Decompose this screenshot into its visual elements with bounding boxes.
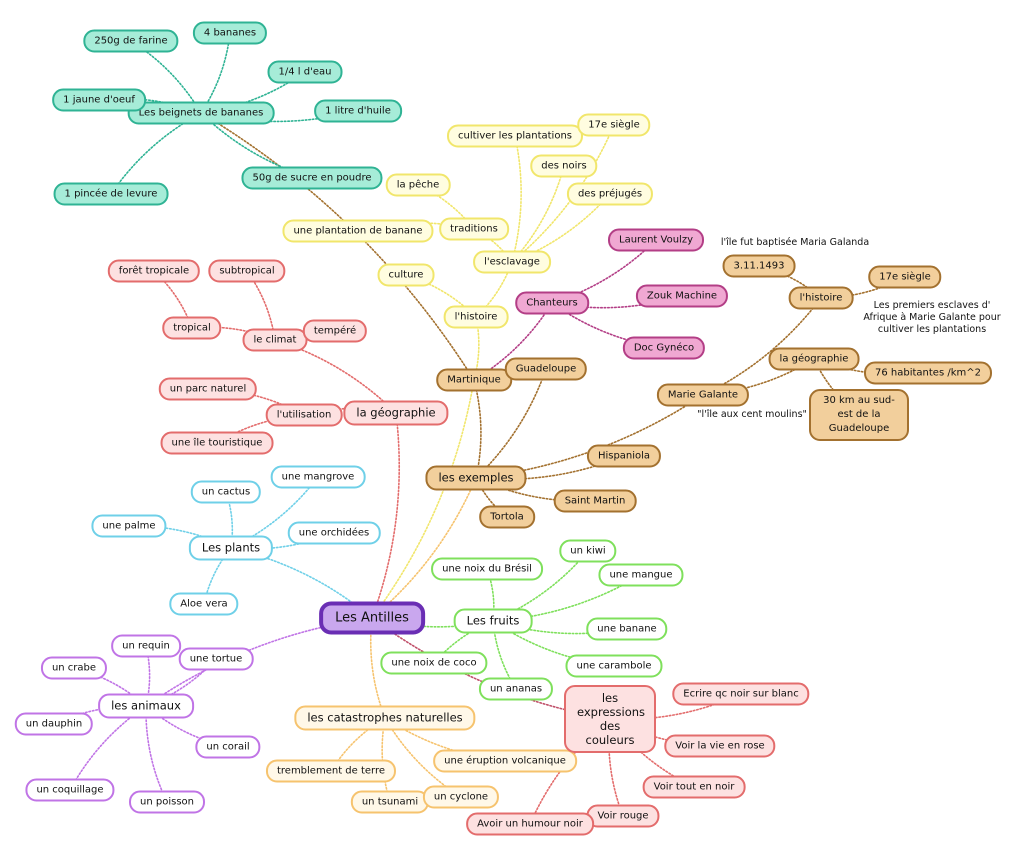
node-mg-geographie[interactable]: la géographie (768, 347, 860, 371)
node-fruits[interactable]: Les fruits (453, 608, 533, 634)
node-animaux[interactable]: les animaux (98, 693, 194, 719)
node-cultiver[interactable]: cultiver les plantations (447, 124, 583, 148)
node-guadeloupe[interactable]: Guadeloupe (504, 357, 588, 381)
node-mangrove[interactable]: une mangrove (270, 465, 366, 489)
connector-line (702, 297, 822, 396)
node-levure[interactable]: 1 pincée de levure (53, 182, 169, 206)
node-traditions[interactable]: traditions (439, 217, 509, 241)
node-17e-siecle[interactable]: 17e siègle (577, 113, 651, 137)
connector-line (145, 705, 168, 803)
node-tempere[interactable]: tempéré (302, 319, 368, 343)
node-histoire[interactable]: l'histoire (443, 305, 509, 329)
node-aloe[interactable]: Aloe vera (169, 592, 239, 616)
node-catastrophes[interactable]: les catastrophes naturelles (294, 705, 476, 731)
connector-line (473, 379, 482, 479)
node-tout-en-noir[interactable]: Voir tout en noir (642, 775, 746, 799)
node-prejuges[interactable]: des préjugés (566, 182, 654, 206)
node-banane[interactable]: une banane (586, 617, 668, 641)
node-palme[interactable]: une palme (91, 514, 167, 538)
node-climat[interactable]: le climat (242, 328, 308, 352)
node-eruption[interactable]: une éruption volcanique (433, 749, 577, 773)
node-parc[interactable]: un parc naturel (158, 377, 258, 401)
node-subtropical[interactable]: subtropical (208, 259, 286, 283)
node-oeuf[interactable]: 1 jaune d'oeuf (52, 88, 146, 112)
node-peche[interactable]: la pêche (385, 173, 451, 197)
node-tsunami[interactable]: un tsunami (350, 790, 430, 814)
node-eau[interactable]: 1/4 l d'eau (267, 60, 343, 84)
node-30km[interactable]: 30 km au sud-est de la Guadeloupe (809, 389, 909, 441)
node-hispaniola[interactable]: Hispaniola (586, 444, 662, 468)
node-exemples[interactable]: les exemples (425, 465, 527, 491)
node-cyclone[interactable]: un cyclone (422, 785, 500, 809)
node-vie-en-rose[interactable]: Voir la vie en rose (664, 734, 776, 758)
node-tremblement[interactable]: tremblement de terre (265, 759, 397, 783)
node-date-1493[interactable]: 3.11.1493 (722, 254, 796, 278)
node-gyneco[interactable]: Doc Gynéco (622, 336, 706, 360)
node-tortue[interactable]: une tortue (178, 647, 254, 671)
node-culture[interactable]: culture (377, 263, 435, 287)
node-sucre[interactable]: 50g de sucre en poudre (241, 166, 383, 190)
node-noix-coco[interactable]: une noix de coco (380, 651, 488, 675)
connector-line (145, 705, 229, 748)
node-noirs[interactable]: des noirs (530, 154, 598, 178)
node-farine[interactable]: 250g de farine (83, 29, 179, 53)
node-foret[interactable]: forêt tropicale (107, 259, 201, 283)
node-ecrire[interactable]: Ecrire qc noir sur blanc (672, 682, 810, 706)
node-bananes[interactable]: 4 bananes (192, 21, 268, 45)
node-zouk[interactable]: Zouk Machine (635, 284, 729, 308)
node-poisson[interactable]: un poisson (129, 790, 205, 814)
node-mg-histoire[interactable]: l'histoire (788, 286, 854, 310)
node-mg-17e-siecle[interactable]: 17e siègle (868, 265, 942, 289)
note-esclaves: Les premiers esclaves d' Afrique à Marie… (863, 300, 1001, 335)
node-coquillage[interactable]: un coquillage (25, 778, 115, 802)
node-utilisation[interactable]: l'utilisation (265, 403, 343, 427)
node-voulzy[interactable]: Laurent Voulzy (608, 228, 704, 252)
node-esclavage[interactable]: l'esclavage (473, 250, 551, 274)
node-martinique[interactable]: Martinique (436, 368, 512, 392)
note-baptisee: l'île fut baptisée Maria Galanda (720, 237, 870, 248)
node-plants[interactable]: Les plants (188, 535, 274, 561)
node-crabe[interactable]: un crabe (40, 656, 108, 680)
node-chanteurs[interactable]: Chanteurs (515, 291, 589, 315)
note-cent-moulins: "l'île aux cent moulins" (697, 409, 807, 420)
connector-line (511, 135, 522, 263)
node-saint-martin[interactable]: Saint Martin (553, 489, 637, 513)
connector-line (371, 379, 475, 619)
node-corail[interactable]: un corail (195, 735, 261, 759)
node-tortola[interactable]: Tortola (479, 505, 535, 529)
node-geographie[interactable]: la géographie (343, 400, 449, 426)
node-carambole[interactable]: une carambole (565, 654, 663, 678)
node-noix-bresil[interactable]: une noix du Brésil (431, 557, 543, 581)
node-ananas[interactable]: un ananas (478, 677, 554, 701)
node-humour-noir[interactable]: Avoir un humour noir (466, 812, 594, 836)
node-orchidees[interactable]: une orchidées (287, 521, 381, 545)
node-beignets[interactable]: Les beignets de bananes (127, 101, 275, 125)
node-kiwi[interactable]: un kiwi (559, 539, 617, 563)
node-dauphin[interactable]: un dauphin (14, 712, 94, 736)
node-habitants[interactable]: 76 habitantes /km^2 (864, 361, 992, 385)
connector-line (371, 412, 401, 619)
node-ile[interactable]: une île touristique (160, 431, 274, 455)
node-marie-galante[interactable]: Marie Galante (656, 383, 750, 407)
node-expressions[interactable]: les expressions des couleurs (564, 685, 656, 753)
node-huile[interactable]: 1 litre d'huile (314, 99, 402, 123)
node-plantation[interactable]: une plantation de banane (282, 219, 434, 243)
root-node[interactable]: Les Antilles (319, 601, 425, 635)
node-tropical[interactable]: tropical (162, 316, 222, 340)
node-requin[interactable]: un requin (111, 634, 181, 658)
node-cactus[interactable]: un cactus (190, 480, 262, 504)
node-mangue[interactable]: une mangue (598, 563, 684, 587)
node-voir-rouge[interactable]: Voir rouge (586, 804, 660, 828)
